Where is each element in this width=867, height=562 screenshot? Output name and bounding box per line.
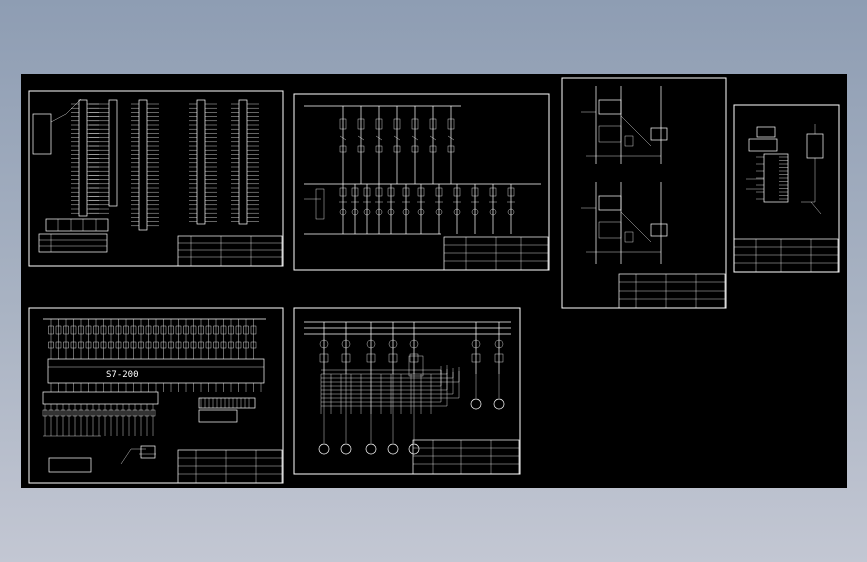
sheet-6[interactable] (293, 307, 521, 475)
cad-model-viewport[interactable]: S7-200 (21, 74, 847, 488)
sheet-6-border (293, 307, 521, 475)
sheet-1-title-block (177, 235, 283, 267)
sheet-3-border (561, 77, 727, 309)
sheet-1-device (32, 113, 52, 155)
plc-module (47, 358, 265, 384)
sheet-1-border (28, 90, 284, 267)
sheet-5-title-block (177, 449, 283, 484)
sheet-4-title-block (733, 238, 839, 273)
sheet-5[interactable]: S7-200 (28, 307, 284, 484)
drawing-canvas: S7-200 (28, 77, 840, 484)
sheet-2-border (293, 93, 550, 271)
sheet-1[interactable] (28, 90, 284, 267)
sheet-6-title-block (412, 439, 520, 475)
sheet-3[interactable] (561, 77, 727, 309)
plc-label: S7-200 (106, 370, 139, 380)
sheet-2[interactable] (293, 93, 550, 271)
sheet-5-border (28, 307, 284, 484)
sheet-4[interactable] (733, 104, 840, 273)
